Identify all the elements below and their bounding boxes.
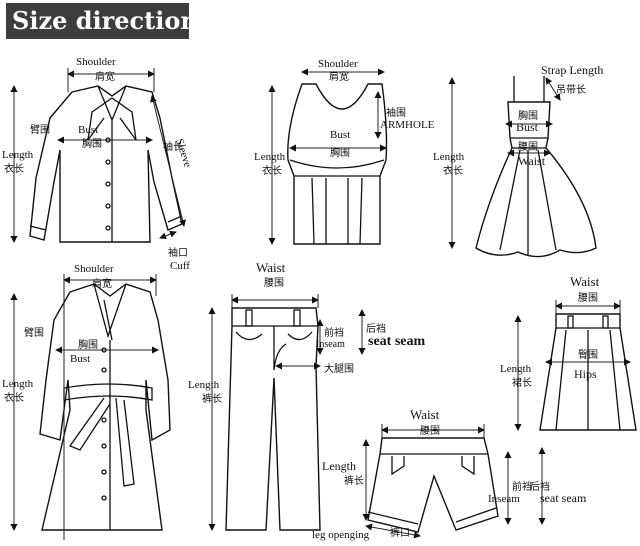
pants-waist-en: Waist: [256, 260, 286, 275]
vest-armhole-cn: 袖围: [386, 106, 406, 119]
vest-bust-cn: 胸围: [330, 146, 350, 159]
shorts-length-cn: 裤长: [344, 474, 364, 487]
page-title: Size direction: [12, 6, 198, 35]
shorts-inseam-en: Inseam: [488, 493, 520, 505]
shorts-waist-en: Waist: [410, 407, 440, 422]
coat-length-en: Length: [2, 378, 34, 390]
dress-strap-cn: 吊带长: [556, 84, 586, 96]
skirt-length-en: Length: [500, 363, 532, 375]
pants-seat-seam-en: seat seam: [368, 334, 425, 349]
dress-waist-cn: 腰围: [518, 141, 538, 153]
shorts-figure: Waist 腰围 Length 裤长 前裆 Inseam 后裆 seat sea…: [312, 407, 587, 541]
coat-length-cn: 衣长: [4, 391, 24, 404]
shorts-back-rise-cn: 后裆: [530, 480, 550, 493]
pants-front-rise-cn: 前裆: [324, 326, 344, 339]
vest-figure: Shoulder 肩宽 Bust 胸围 Length 衣长 袖围 ARMHOLE: [254, 58, 435, 245]
dress-bust-cn: 胸围: [518, 109, 538, 122]
pants-inseam-en: Inseam: [316, 339, 345, 350]
pants-figure: Waist 腰围 前裆 Inseam 后裆 seat seam 大腿围 Leng…: [188, 260, 425, 531]
blouse-bust-en: Bust: [78, 124, 98, 136]
dress-length-cn: 衣长: [443, 164, 463, 177]
blouse-bust-cn: 胸围: [82, 137, 102, 150]
blouse-arm-cn: 臂围: [30, 123, 50, 136]
shorts-length-en: Length: [322, 459, 356, 473]
blouse-cuff-en: Cuff: [170, 260, 190, 272]
blouse-sleeve-cn: 袖长: [163, 140, 183, 153]
coat-shoulder-cn: 肩宽: [92, 277, 112, 290]
coat-bust-en: Bust: [70, 353, 90, 365]
dress-drawing: [475, 76, 597, 258]
blouse-sleeve-line: [150, 95, 186, 227]
skirt-figure: Waist 腰围 臀围 Hips Length 裙长: [500, 274, 637, 431]
blouse-figure: Shoulder 肩宽 Bust 胸围 臂围 Length 衣长 袖长 Slee…: [2, 56, 194, 272]
shorts-drawing: [367, 437, 499, 533]
blouse-length-en: Length: [2, 149, 34, 161]
shorts-leg-opening-cn: 裤口: [390, 526, 410, 539]
pants-drawing: [225, 307, 321, 531]
pants-back-rise-cn: 后裆: [366, 322, 386, 335]
vest-drawing: [287, 83, 388, 245]
vest-bust-en: Bust: [330, 129, 350, 141]
coat-bust-cn: 胸围: [78, 338, 98, 351]
shorts-waist-cn: 腰围: [420, 425, 440, 437]
blouse-cuff-cn: 袖口: [168, 246, 188, 259]
shorts-leg-opening-line: [365, 523, 421, 539]
skirt-waist-en: Waist: [570, 274, 600, 289]
blouse-sleeve-en: Sleeve: [173, 137, 194, 169]
skirt-hips-en: Hips: [574, 367, 597, 381]
dress-waist-en: Waist: [518, 154, 546, 168]
dress-bust-en: Bust: [516, 120, 539, 134]
pants-thigh-cn: 大腿围: [324, 362, 354, 375]
dress-strap-line: [545, 77, 561, 101]
vest-shoulder-cn: 肩宽: [329, 70, 349, 83]
pants-length-en: Length: [188, 379, 220, 391]
pants-length-cn: 裤长: [202, 392, 222, 405]
vest-length-en: Length: [254, 151, 286, 163]
shorts-front-rise-cn: 前裆: [512, 480, 532, 493]
skirt-hips-cn: 臀围: [578, 349, 598, 361]
blouse-length-cn: 衣长: [4, 162, 24, 175]
blouse-shoulder-cn: 肩宽: [95, 70, 115, 83]
dress-figure: Strap Length 吊带长 胸围 Bust 腰围 Waist Length…: [433, 63, 603, 258]
pants-waist-cn: 腰围: [264, 277, 284, 289]
vest-length-cn: 衣长: [262, 164, 282, 177]
title-banner: Size direction: [6, 3, 198, 39]
vest-shoulder-en: Shoulder: [318, 58, 358, 70]
shorts-seat-seam-en: seat seam: [540, 491, 587, 505]
blouse-cuff-line: [159, 230, 177, 240]
blouse-drawing: [29, 85, 183, 243]
skirt-length-cn: 裙长: [512, 376, 532, 389]
vest-armhole-en: ARMHOLE: [380, 119, 435, 131]
dress-strap-en: Strap Length: [541, 63, 603, 77]
blouse-shoulder-en: Shoulder: [76, 56, 116, 68]
coat-drawing: [39, 283, 171, 531]
coat-figure: Shoulder 肩宽 臂围 胸围 Bust Length 衣长: [2, 263, 171, 540]
dress-length-en: Length: [433, 151, 465, 163]
shorts-leg-opening-en: leg openging: [312, 529, 370, 541]
coat-shoulder-en: Shoulder: [74, 263, 114, 275]
skirt-waist-cn: 腰围: [578, 292, 598, 304]
coat-arm-cn: 臂围: [24, 326, 44, 339]
